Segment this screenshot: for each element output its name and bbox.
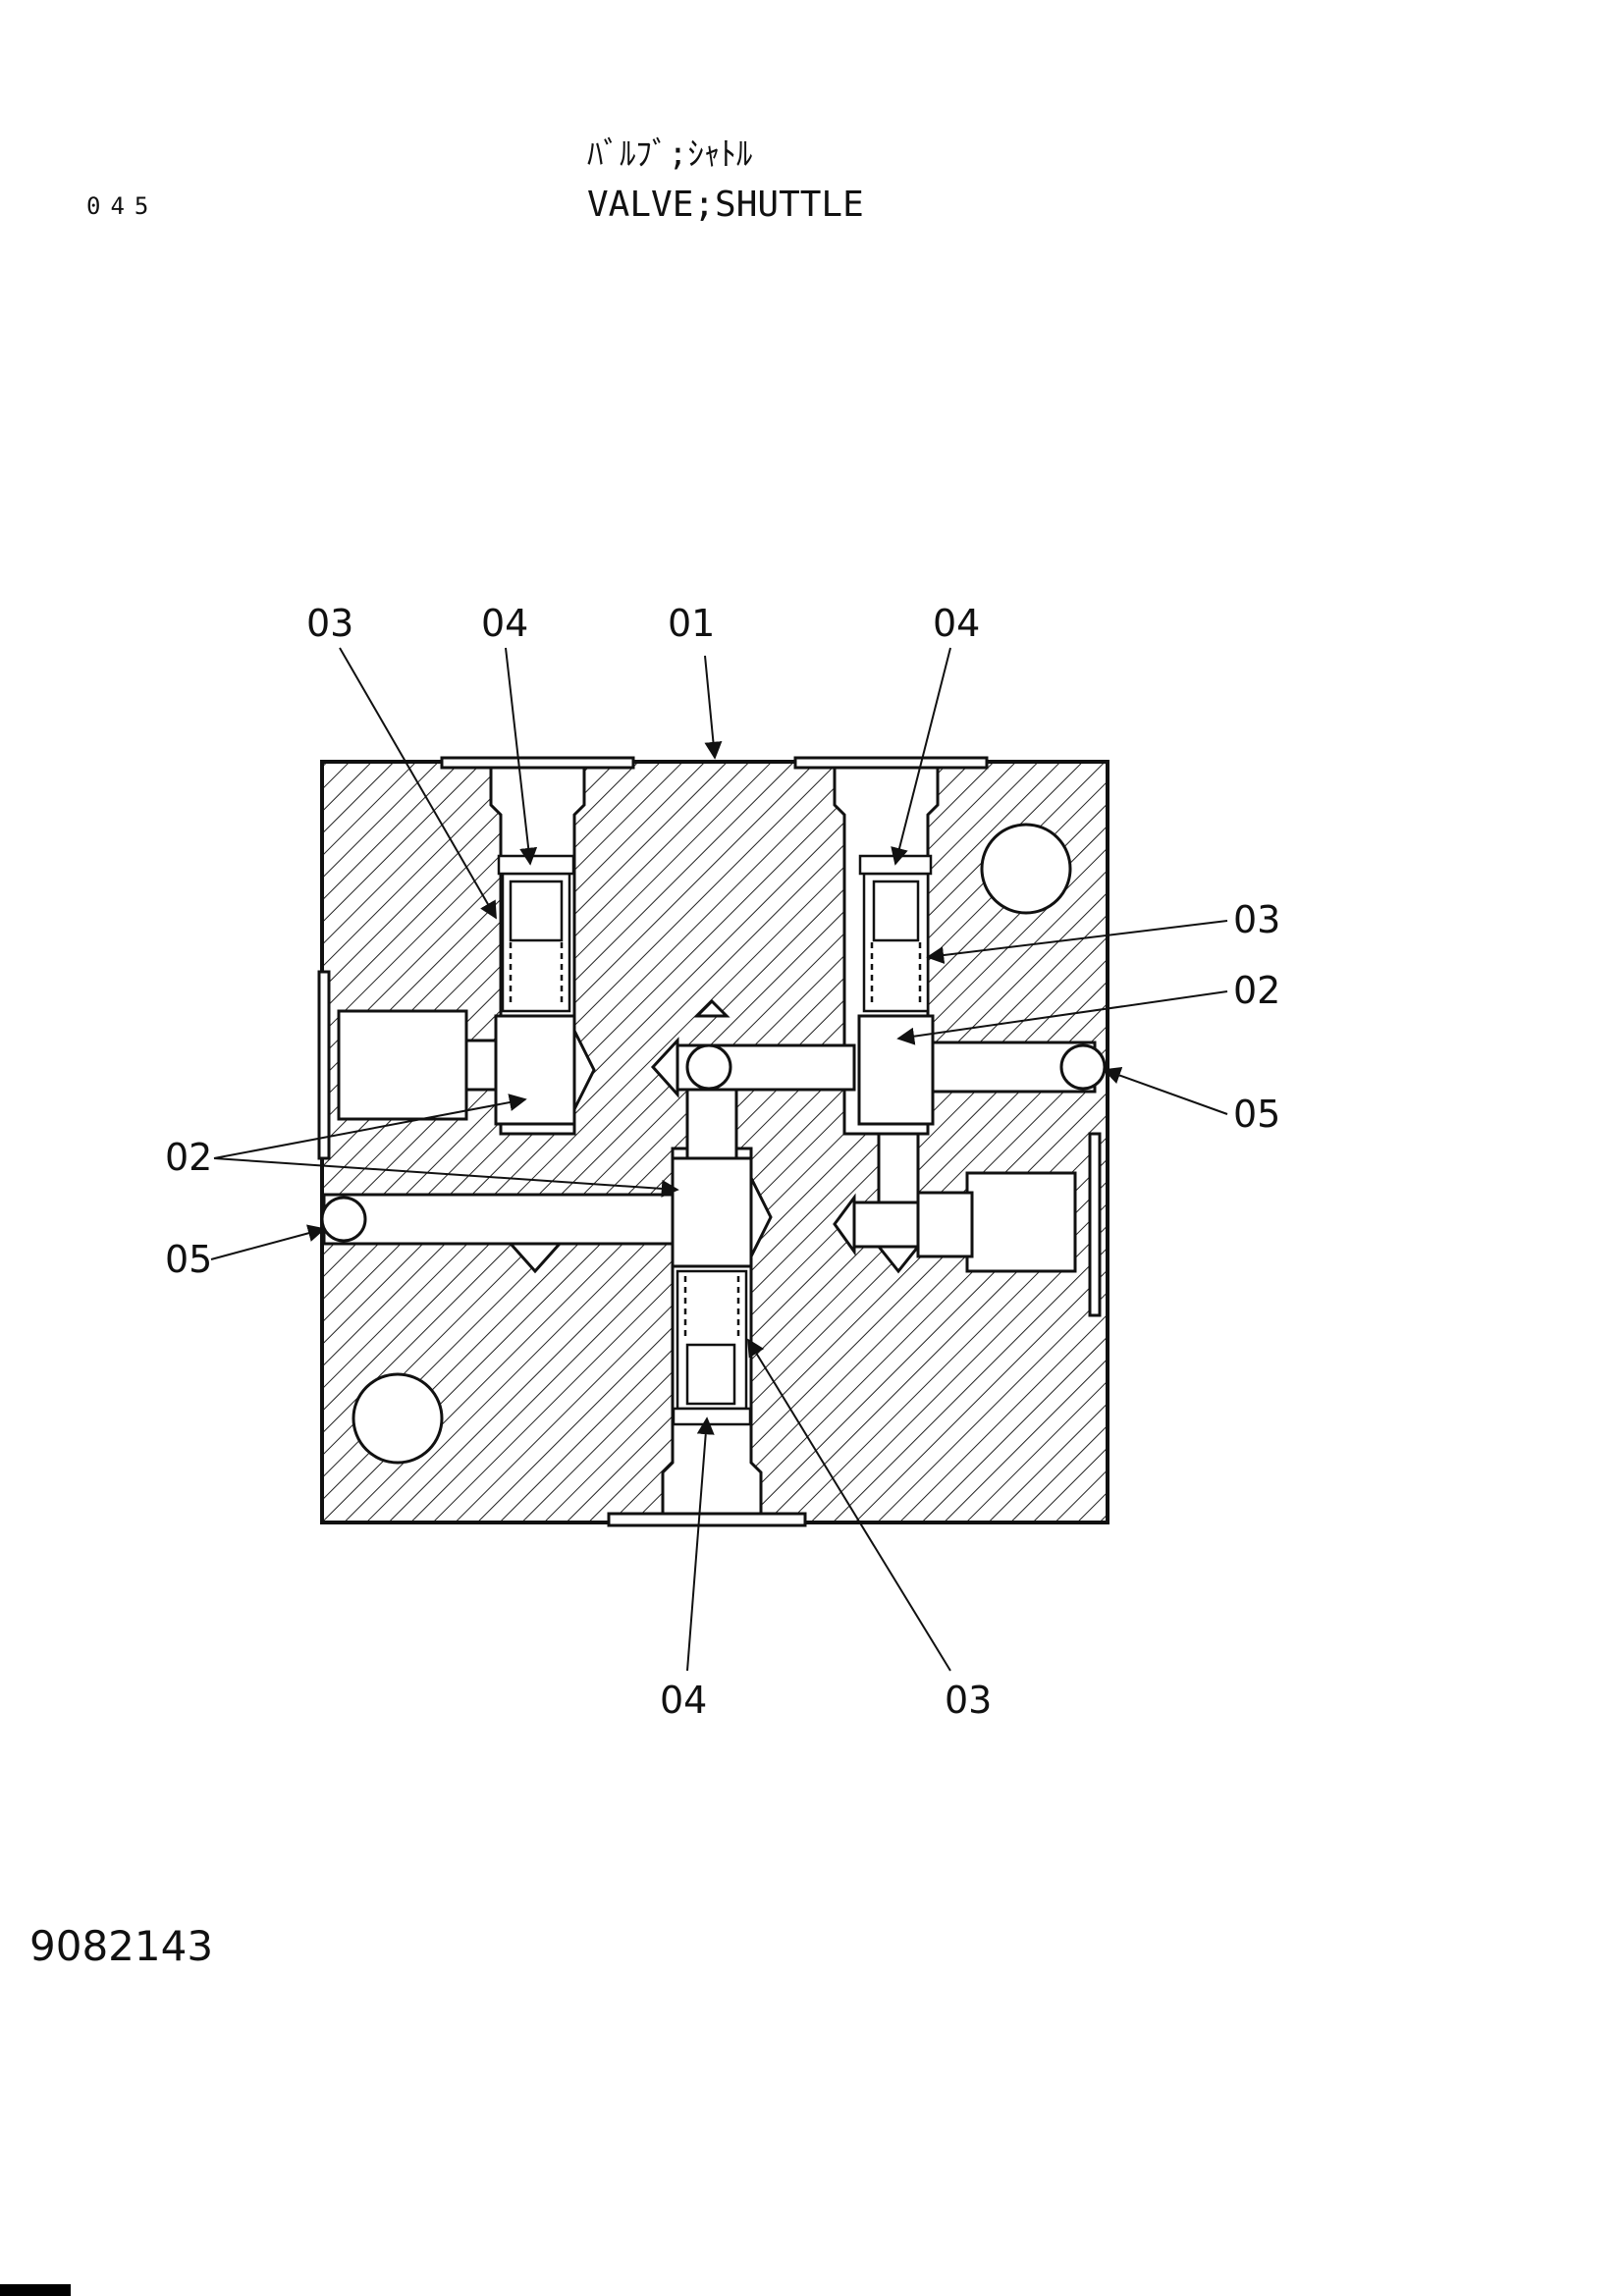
drawing-number: 9082143 — [29, 1922, 214, 1970]
part-title-english: VALVE;SHUTTLE — [587, 185, 864, 225]
callout-04-bottom: 04 — [660, 1679, 707, 1722]
callout-03-right: 03 — [1233, 898, 1280, 941]
check-ball-left — [320, 1196, 367, 1243]
callout-01: 01 — [668, 602, 715, 645]
spool-center — [671, 1156, 753, 1268]
plug-flanges — [317, 756, 1102, 1527]
callout-04-top-left: 04 — [481, 602, 528, 645]
part-title-japanese: ﾊﾞﾙﾌﾞ;ｼｬﾄﾙ — [587, 134, 753, 173]
circular-ports — [320, 823, 1107, 1465]
callout-04-top-right: 04 — [933, 602, 980, 645]
page-number: 045 — [86, 192, 159, 220]
corner-mark — [0, 2284, 71, 2296]
port-lower-left-round — [352, 1372, 444, 1465]
callout-03-bottom: 03 — [945, 1679, 992, 1722]
callout-03-top-left: 03 — [306, 602, 353, 645]
spool-upper-left — [494, 1014, 576, 1126]
callout-05-left: 05 — [165, 1238, 212, 1281]
lower-horizontal-passage — [322, 1193, 675, 1246]
port-upper-right-round — [980, 823, 1072, 915]
spool-upper-right — [857, 1014, 935, 1126]
leader-lines — [210, 647, 1228, 1672]
check-ball-center — [685, 1043, 732, 1091]
right-plug-port — [965, 1171, 1077, 1273]
check-ball-right — [1059, 1043, 1107, 1091]
callout-05-right: 05 — [1233, 1093, 1280, 1136]
callout-02-right: 02 — [1233, 969, 1280, 1012]
left-plug-port — [337, 1009, 468, 1121]
callout-02-left: 02 — [165, 1136, 212, 1179]
